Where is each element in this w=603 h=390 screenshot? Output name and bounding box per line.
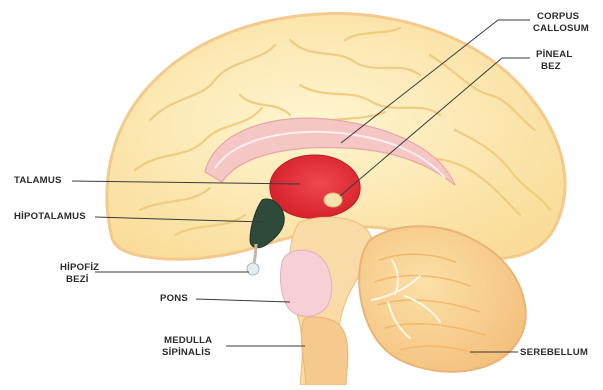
label-pineal-bez-line2: BEZ xyxy=(541,61,561,72)
label-medulla-spinalis-line2: SİPİNALİS xyxy=(162,347,211,358)
label-pons: PONS xyxy=(160,293,188,304)
label-corpus-callosum-line2: CALLOSUM xyxy=(533,23,589,34)
pineal-gland xyxy=(324,193,342,207)
label-corpus-callosum-line1: CORPUS xyxy=(537,11,580,22)
label-medulla-spinalis-line1: MEDULLA xyxy=(164,335,212,346)
pons-leader xyxy=(196,299,290,302)
label-corpus-callosum: CORPUS CALLOSUM xyxy=(533,11,589,34)
medulla-spinalis xyxy=(302,317,348,385)
label-hipofiz-bezi: HİPOFİZ BEZİ xyxy=(60,262,99,285)
label-hipofiz-bezi-line1: HİPOFİZ xyxy=(60,262,99,273)
label-serebellum: SEREBELLUM xyxy=(520,347,588,358)
label-pineal-bez-line1: PİNEAL xyxy=(536,49,572,60)
label-pineal-bez: PİNEAL BEZ xyxy=(536,49,572,72)
label-medulla-spinalis: MEDULLA SİPİNALİS xyxy=(162,335,212,358)
label-hipotalamus: HİPOTALAMUS xyxy=(14,211,86,222)
pituitary-gland xyxy=(247,263,259,275)
label-talamus: TALAMUS xyxy=(14,175,62,186)
thalamus xyxy=(270,155,360,218)
pons xyxy=(281,250,332,316)
label-hipofiz-bezi-line2: BEZİ xyxy=(66,274,89,285)
